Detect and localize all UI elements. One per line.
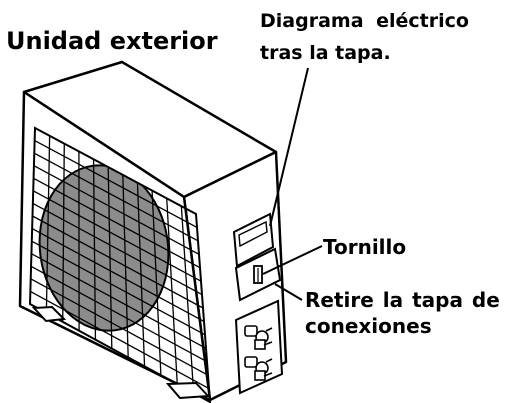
grille-bar (33, 152, 199, 242)
grille-bar (30, 278, 209, 376)
wiring-diagram-label-line2: tras la tapa. (260, 42, 391, 64)
valve-panel (234, 299, 284, 395)
grille-bar (32, 190, 202, 282)
cover-label-line1: Retire la tapa de (305, 288, 500, 312)
grille-bar (31, 240, 206, 336)
leader-cover (274, 283, 303, 301)
grille-bar (34, 139, 198, 229)
service-valve-icon (244, 356, 273, 381)
grille-bar (32, 215, 204, 309)
service-valve-icon (244, 325, 273, 350)
wiring-diagram-recess (232, 212, 275, 268)
front-grille (30, 135, 210, 394)
grille-bar (33, 165, 200, 255)
wiring-diagram-label-line1: Diagrama eléctrico (260, 10, 469, 32)
grille-bar (30, 265, 208, 363)
fan (38, 164, 170, 332)
grille-bar (31, 253, 207, 349)
leader-screw (262, 245, 323, 275)
cover-label-line2: conexiones (305, 314, 432, 338)
mounting-feet (31, 305, 211, 400)
screw-icon (253, 265, 263, 284)
screw-label: Tornillo (323, 235, 407, 259)
grille-bar (30, 290, 210, 390)
leader-wiring-diagram (269, 67, 309, 227)
leader-lines (262, 67, 323, 301)
grille-bar (31, 227, 205, 323)
grille-bar (33, 177, 201, 269)
grille-bar (32, 202, 203, 296)
page-title: Unidad exterior (6, 27, 218, 55)
